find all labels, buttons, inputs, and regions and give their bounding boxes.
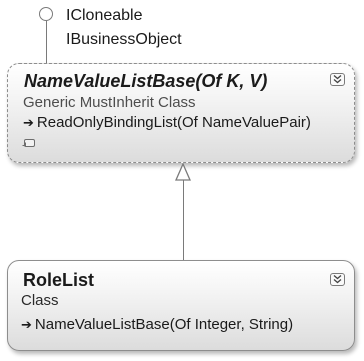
derived-class-inheritance: ➔NameValueListBase(Of Integer, String) bbox=[21, 316, 293, 334]
base-collapse-chevron-icon[interactable] bbox=[330, 73, 345, 86]
derived-class-name: RoleList bbox=[23, 270, 95, 290]
derived-class-parent-name: NameValueListBase(Of Integer, String) bbox=[34, 316, 294, 333]
members-toggle-icon[interactable] bbox=[22, 135, 36, 153]
inheritance-connector-line bbox=[182, 180, 184, 260]
interface-label-ibusinessobject: IBusinessObject bbox=[66, 31, 182, 48]
inherits-arrow-icon: ➔ bbox=[21, 317, 32, 332]
base-class-box[interactable]: NameValueListBase(Of K, V) Generic MustI… bbox=[7, 63, 355, 163]
interface-lollipop-icon bbox=[39, 7, 53, 21]
base-class-parent-name: ReadOnlyBindingList(Of NameValuePair) bbox=[36, 114, 311, 131]
base-class-name: NameValueListBase(Of K, V) bbox=[24, 71, 268, 91]
derived-collapse-chevron-icon[interactable] bbox=[330, 273, 345, 286]
base-class-inheritance: ➔ReadOnlyBindingList(Of NameValuePair) bbox=[23, 114, 311, 132]
inherits-arrow-icon: ➔ bbox=[23, 115, 34, 130]
derived-class-kind: Class bbox=[21, 292, 59, 309]
derived-class-box[interactable]: RoleList Class ➔NameValueListBase(Of Int… bbox=[7, 260, 355, 351]
interface-connector-line bbox=[45, 21, 47, 63]
base-class-kind: Generic MustInherit Class bbox=[23, 94, 196, 111]
interface-label-icloneable: ICloneable bbox=[66, 7, 143, 24]
inheritance-arrowhead-icon bbox=[175, 163, 191, 181]
